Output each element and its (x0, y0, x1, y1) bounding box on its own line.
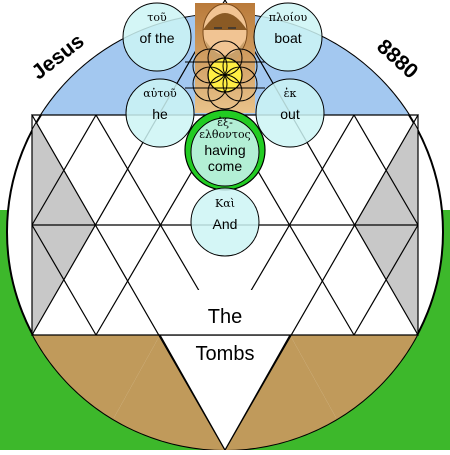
figure-illustration (185, 3, 265, 113)
bubble-ek (255, 78, 325, 148)
greek-elthontos: ελθοντος (199, 128, 250, 141)
greek-tou: τοῦ (147, 11, 167, 24)
greek-autou: αὐτοῦ (143, 87, 177, 100)
tombs-label-tombs: Tombs (196, 343, 255, 365)
bubble-exelthontos (190, 117, 260, 187)
bubble-tou (122, 2, 192, 72)
greek-kai: Καὶ (215, 197, 235, 210)
english-having: having (204, 142, 245, 158)
greek-ex: ἐξ- (217, 116, 233, 129)
left-mid-brown (96, 335, 225, 450)
english-and: And (213, 216, 238, 232)
tombs-label-the: The (208, 306, 242, 328)
bubble-kai (190, 187, 260, 257)
english-come: come (208, 158, 242, 174)
english-of-the: of the (139, 30, 174, 46)
bubble-ploiou (253, 2, 323, 72)
english-out: out (280, 106, 300, 122)
english-he: he (152, 106, 168, 122)
word-bubbles (122, 2, 325, 257)
english-boat: boat (274, 30, 301, 46)
tombs-label-backdrop (160, 290, 290, 335)
right-mid-brown (225, 335, 354, 450)
greek-ploiou: πλοίου (269, 11, 308, 24)
greek-ek: ἐκ (284, 87, 297, 100)
bubble-autou (125, 78, 195, 148)
